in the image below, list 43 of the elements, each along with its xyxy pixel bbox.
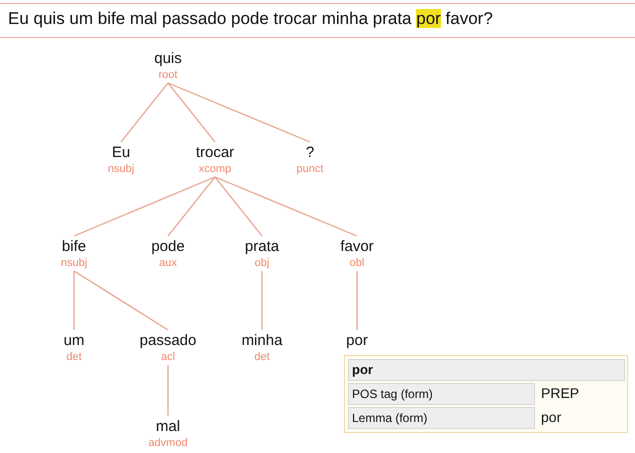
dependency-line bbox=[214, 176, 358, 237]
relation-label: nsubj bbox=[108, 163, 134, 176]
relation-label: obj bbox=[254, 257, 270, 270]
word: mal bbox=[156, 418, 180, 435]
word: passado bbox=[140, 332, 196, 349]
word: favor bbox=[340, 238, 374, 255]
dependency-line bbox=[168, 176, 216, 236]
property-name: Lemma (form) bbox=[348, 407, 535, 429]
dependency-line bbox=[214, 176, 262, 236]
word: prata bbox=[244, 238, 280, 255]
relation-label: xcomp bbox=[198, 163, 232, 176]
relation-label: aux bbox=[159, 257, 177, 270]
word: trocar bbox=[196, 144, 234, 161]
tooltip-header: por bbox=[348, 359, 625, 381]
dependency-line bbox=[120, 82, 168, 142]
dependency-line bbox=[74, 176, 216, 237]
dependency-line bbox=[261, 271, 263, 330]
relation-label: det bbox=[254, 351, 270, 364]
dependency-line bbox=[74, 270, 168, 330]
dependency-line bbox=[167, 365, 169, 416]
word: pode bbox=[151, 238, 185, 255]
word: bife bbox=[62, 238, 86, 255]
sentence-title: Eu quis um bife mal passado pode trocar minha prata por favor? bbox=[8, 9, 493, 29]
word: por bbox=[346, 332, 368, 349]
relation-label: det bbox=[66, 351, 82, 364]
relation-label: punct bbox=[296, 163, 324, 176]
property-value: PREP bbox=[541, 384, 580, 403]
property-name: POS tag (form) bbox=[348, 383, 535, 405]
relation-label: root bbox=[158, 69, 178, 82]
property-value: por bbox=[541, 408, 562, 427]
word: um bbox=[64, 332, 84, 349]
dependency-line bbox=[73, 271, 75, 330]
dependency-line bbox=[168, 82, 216, 142]
dependency-line bbox=[168, 82, 310, 143]
word: ? bbox=[306, 144, 314, 161]
word: minha bbox=[242, 332, 282, 349]
dependency-line bbox=[356, 271, 358, 330]
relation-label: nsubj bbox=[60, 257, 88, 270]
relation-label: acl bbox=[160, 351, 176, 364]
word: quis bbox=[154, 50, 182, 67]
word: Eu bbox=[112, 144, 130, 161]
relation-label: obl bbox=[350, 257, 364, 270]
relation-label: advmod bbox=[148, 437, 188, 450]
